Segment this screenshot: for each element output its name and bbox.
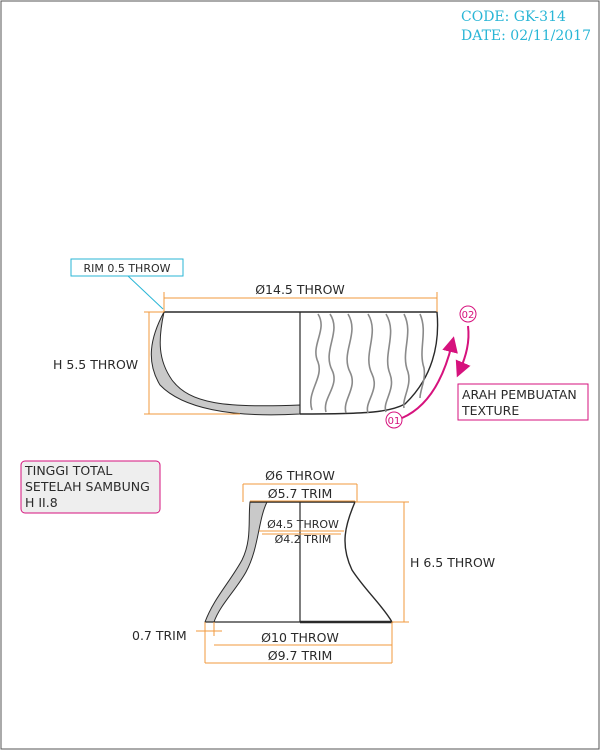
foot-top-throw-label: Ø6 THROW <box>265 468 335 483</box>
step-01-label: 01 <box>388 416 401 427</box>
step-02-label: 02 <box>462 310 475 321</box>
bowl-height-dimension <box>144 311 240 415</box>
foot-height-label: H 6.5 THROW <box>410 555 495 570</box>
total-height-note-line-2: SETELAH SAMBUNG <box>25 479 150 494</box>
texture-direction-arrow-up <box>401 336 458 419</box>
total-height-note-line-1: TINGGI TOTAL <box>24 463 112 478</box>
rim-callout-box <box>70 258 184 277</box>
texture-direction-line-1: ARAH PEMBUATAN <box>462 387 577 402</box>
drawing-code: CODE: GK-314 <box>461 9 566 25</box>
step-02-marker <box>459 305 477 323</box>
texture-direction-line-2: TEXTURE <box>461 403 519 418</box>
texture-direction-box <box>457 383 589 421</box>
foot-drawing: TINGGI TOTAL SETELAH SAMBUNG H II.8 Ø6 T… <box>20 460 495 664</box>
texture-direction-arrow-down <box>455 325 471 378</box>
foot-waist-trim-label: Ø4.2 TRIM <box>275 533 332 546</box>
bowl-diameter-label: Ø14.5 THROW <box>255 282 345 297</box>
foot-top-dimensions <box>242 483 358 502</box>
rim-callout-label: RIM 0.5 THROW <box>83 262 170 275</box>
foot-height-dimension <box>355 501 409 623</box>
foot-waist-throw-label: Ø4.5 THROW <box>267 518 339 531</box>
drawing-date: DATE: 02/11/2017 <box>461 28 591 44</box>
foot-outer-profile <box>250 501 394 623</box>
bowl-height-label: H 5.5 THROW <box>53 357 138 372</box>
step-01-marker <box>385 411 403 429</box>
foot-waist-dimensions <box>259 530 344 535</box>
total-height-note-line-3: H II.8 <box>25 495 58 510</box>
foot-base-dimensions <box>204 622 393 664</box>
foot-base-wall-label: 0.7 TRIM <box>132 628 187 643</box>
foot-base-trim-label: Ø9.7 TRIM <box>268 648 332 663</box>
rim-leader-line <box>127 275 164 310</box>
bowl-texture-flutes <box>309 313 426 414</box>
bowl-drawing: Ø14.5 THROW H 5.5 THROW RIM 0.5 THROW 01… <box>53 258 589 429</box>
foot-top-trim-label: Ø5.7 TRIM <box>268 486 332 501</box>
bowl-outer-profile <box>164 311 439 415</box>
bowl-diameter-dimension <box>163 292 438 312</box>
foot-base-throw-label: Ø10 THROW <box>261 630 339 645</box>
total-height-note-box <box>20 460 161 514</box>
foot-base-wall-dimension <box>196 622 222 636</box>
